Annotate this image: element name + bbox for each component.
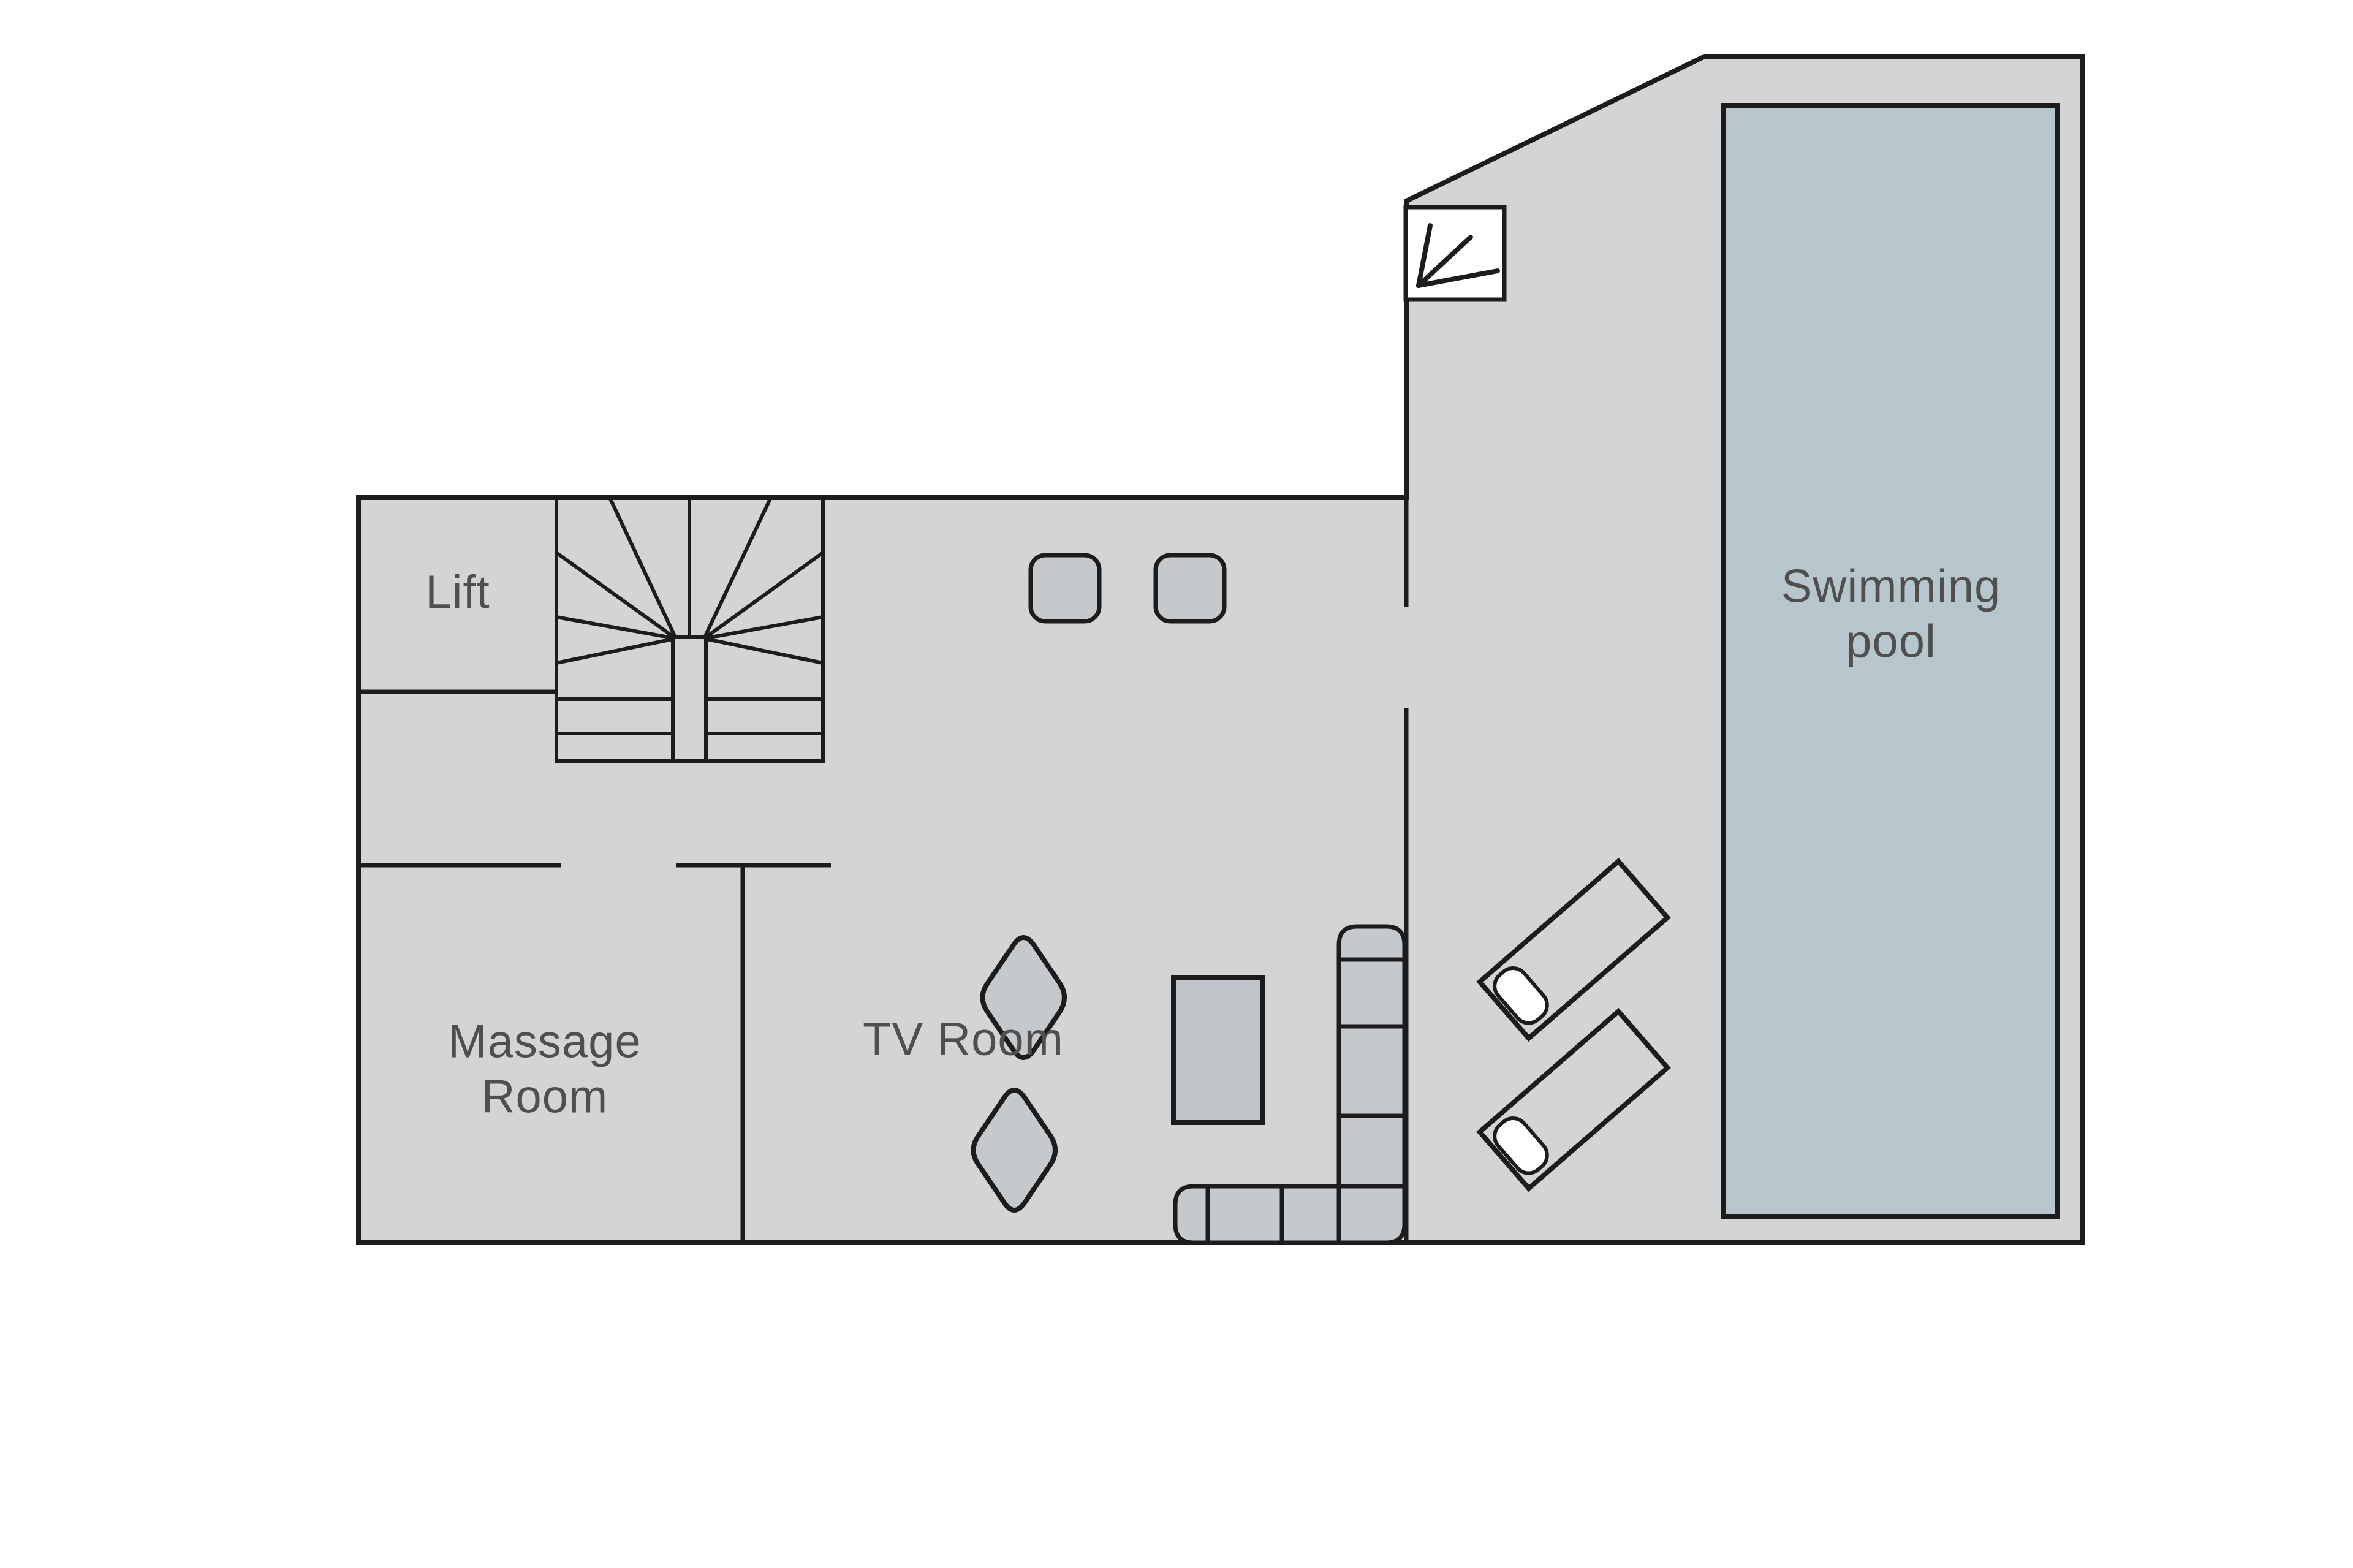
swimming-pool-label-line2: pool (1846, 615, 1936, 667)
stair-tread-line (703, 615, 824, 640)
stair-tread-line (556, 615, 676, 640)
massage-room-label-line2: Room (481, 1070, 608, 1123)
tv-room-label: TV Room (863, 1013, 1064, 1066)
sofa-dividers (1205, 957, 1404, 1243)
armchair (971, 1088, 1058, 1213)
stair-tread-line (703, 637, 824, 665)
staircase (555, 496, 825, 763)
stair-tread-line (556, 637, 676, 665)
lift-room-label: Lift (425, 566, 490, 619)
massage-room-label: Massage Room (448, 1014, 641, 1124)
stair-tread-line (608, 496, 678, 640)
stair-tread-line (555, 551, 677, 640)
stair-tread-line (703, 551, 824, 640)
entrance-arrow-box (1403, 205, 1507, 302)
swimming-pool-label: Swimming pool (1781, 559, 2001, 668)
lounger-pillow (1493, 966, 1549, 1025)
arrow-down-left-icon (1416, 223, 1500, 288)
stool (1028, 553, 1102, 624)
stair-newel (671, 635, 708, 763)
swimming-pool-label-line1: Swimming (1781, 560, 2001, 613)
sectional-sofa (1173, 924, 1407, 1245)
sun-lounger (1476, 857, 1671, 1042)
building-outline (356, 54, 2085, 1245)
tv-cabinet (1171, 975, 1265, 1125)
massage-room-label-line1: Massage (448, 1015, 642, 1068)
stool (1153, 553, 1227, 624)
swimming-pool (1721, 103, 2060, 1219)
stair-tread-line (702, 496, 773, 640)
sofa-body (1173, 924, 1407, 1245)
lounger-pillow (1493, 1116, 1549, 1175)
armchair (980, 935, 1067, 1060)
sun-lounger (1476, 1007, 1671, 1192)
